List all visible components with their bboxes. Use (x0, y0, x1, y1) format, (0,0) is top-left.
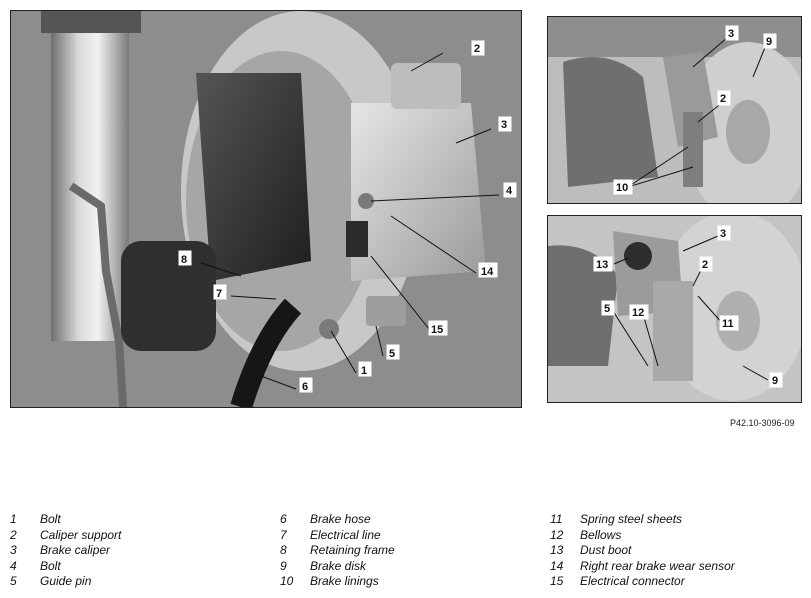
svg-text:3: 3 (720, 228, 726, 240)
svg-text:4: 4 (506, 185, 513, 197)
suspension-spring (563, 57, 658, 187)
callout-2: 2 (717, 90, 731, 106)
brake-caliper-shape (663, 52, 718, 147)
callout-5: 5 (386, 344, 400, 360)
callout-2: 2 (471, 40, 485, 56)
callout-7: 7 (213, 284, 227, 300)
callout-1: 1 (358, 361, 372, 377)
callout-3: 3 (498, 116, 512, 132)
callout-12: 12 (629, 304, 649, 320)
callout-14: 14 (478, 262, 498, 278)
caliper-support-shape (653, 281, 693, 381)
figure-reference: P42.10-3096-09 (730, 418, 795, 428)
guide-pin-shape (366, 296, 406, 326)
svg-text:10: 10 (616, 182, 628, 194)
svg-text:14: 14 (481, 266, 494, 278)
callout-6: 6 (299, 377, 313, 393)
dust-boot-shape (624, 242, 652, 270)
callout-3: 3 (725, 25, 739, 41)
callout-9: 9 (769, 372, 783, 388)
svg-text:1: 1 (361, 365, 367, 377)
svg-text:11: 11 (722, 318, 734, 330)
svg-text:6: 6 (302, 381, 308, 393)
svg-text:7: 7 (216, 288, 222, 300)
callout-9: 9 (763, 33, 777, 49)
callout-5: 5 (601, 300, 615, 316)
brake-hose-shape (230, 298, 302, 407)
svg-text:2: 2 (474, 43, 480, 55)
caliper-support-shape (391, 63, 461, 109)
suspension-spring (548, 245, 618, 366)
bolt-shape (319, 319, 339, 339)
svg-text:2: 2 (702, 259, 708, 271)
callout-2: 2 (699, 256, 713, 272)
brake-caliper-shape (351, 103, 486, 281)
callout-11: 11 (719, 315, 739, 331)
svg-text:15: 15 (431, 324, 443, 336)
svg-text:5: 5 (604, 303, 610, 315)
callout-15: 15 (428, 320, 448, 336)
brake-line-shape (68, 182, 127, 407)
callout-3: 3 (717, 225, 731, 241)
brake-lining-shape (683, 112, 703, 187)
svg-text:8: 8 (181, 254, 187, 266)
top-inset-illustration: 3 9 2 10 (547, 16, 802, 204)
bottom-inset-illustration: 3 13 2 5 12 11 9 (547, 215, 802, 403)
parking-brake-motor (196, 73, 311, 281)
shock-absorber (51, 11, 129, 341)
svg-text:9: 9 (766, 36, 772, 48)
svg-text:9: 9 (772, 375, 778, 387)
svg-text:13: 13 (596, 259, 608, 271)
callout-13: 13 (593, 256, 613, 272)
actuator-shape (121, 241, 216, 351)
callout-8: 8 (178, 250, 192, 266)
svg-text:3: 3 (728, 28, 734, 40)
callout-4: 4 (503, 182, 517, 198)
leader-lines (200, 52, 500, 390)
main-illustration: 2 3 4 14 8 7 15 5 1 6 (10, 10, 522, 408)
svg-text:5: 5 (389, 348, 395, 360)
svg-text:2: 2 (720, 93, 726, 105)
wear-sensor-shape (346, 221, 368, 257)
svg-text:12: 12 (632, 307, 644, 319)
svg-text:3: 3 (501, 119, 507, 131)
callout-10: 10 (613, 179, 633, 195)
